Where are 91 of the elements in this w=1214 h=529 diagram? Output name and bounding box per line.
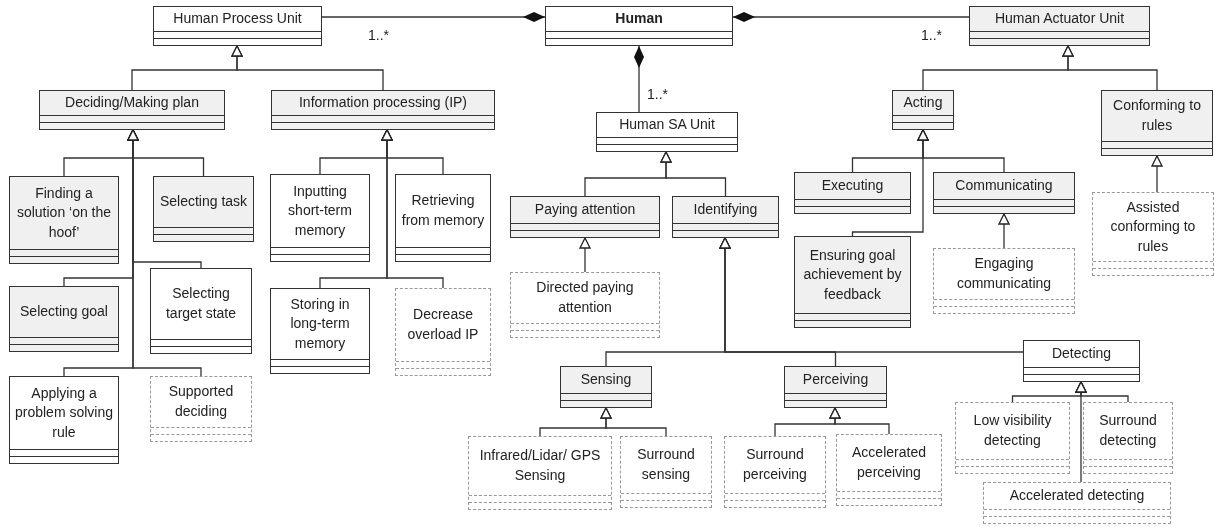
class-box [153, 6, 322, 46]
class-box [395, 288, 491, 376]
class-box [150, 376, 252, 442]
class-name: Identifying [692, 200, 759, 220]
multiplicity-label: 1..* [368, 27, 389, 43]
class-box [9, 176, 119, 264]
multiplicity-label: 1..* [921, 27, 942, 43]
class-name: Sensing [579, 370, 633, 390]
class-name: Selecting goal [19, 302, 109, 322]
class-name: Applying a problem solving rule [13, 383, 115, 442]
class-name: Information processing (IP) [297, 93, 469, 113]
class-box [1023, 340, 1140, 382]
class-box [395, 174, 491, 262]
generalization-arrow [381, 129, 444, 289]
generalization-arrow [231, 45, 384, 91]
composition-line [732, 12, 970, 22]
generalization-arrow [127, 129, 202, 377]
class-box [596, 112, 738, 152]
class-box [983, 482, 1171, 524]
class-name: Surround perceiving [742, 445, 808, 484]
class-name: Executing [820, 176, 885, 196]
generalization-arrow [851, 129, 929, 237]
class-box [836, 434, 942, 506]
generalization-arrow [1151, 155, 1163, 193]
class-box [270, 174, 370, 262]
class-name: Directed paying attention [535, 278, 635, 317]
class-box [672, 196, 779, 238]
class-box [510, 196, 660, 238]
class-box [794, 236, 911, 328]
class-box [545, 6, 733, 46]
generalization-arrow [600, 407, 667, 437]
class-name: Finding a solution ‘on the hoof’ [15, 183, 113, 242]
class-box [1083, 402, 1173, 474]
class-box [969, 6, 1150, 46]
class-name: Storing in long-term memory [289, 294, 351, 353]
class-box [724, 436, 826, 508]
class-box [39, 90, 225, 130]
composition-line [634, 45, 644, 113]
class-name: Ensuring goal achievement by feedback [802, 245, 903, 304]
class-box [794, 172, 911, 214]
class-name: Acting [902, 93, 944, 113]
class-name: Decrease overload IP [406, 305, 480, 344]
class-name: Selecting task [158, 192, 249, 212]
class-box [270, 288, 370, 374]
class-name: Inputting short-term memory [287, 181, 353, 240]
composition-line [321, 12, 546, 22]
generalization-arrow [719, 237, 1024, 353]
class-name: Selecting target state [164, 284, 237, 323]
generalization-arrow [998, 213, 1010, 249]
class-box [150, 268, 252, 354]
class-box [153, 176, 254, 242]
class-name: Surround detecting [1098, 411, 1158, 450]
generalization-arrow [579, 237, 591, 273]
generalization-arrow [1062, 45, 1158, 91]
class-box [620, 436, 712, 508]
class-name: Communicating [954, 176, 1054, 196]
class-box [955, 402, 1070, 474]
generalization-arrow [660, 151, 727, 197]
class-box [9, 376, 119, 464]
class-name: Accelerated detecting [1008, 486, 1146, 506]
class-box [1101, 90, 1213, 156]
class-box [892, 90, 954, 130]
class-box [784, 366, 887, 408]
class-name: Human Process Unit [172, 9, 303, 29]
class-box [510, 272, 660, 338]
class-name: Infrared/Lidar/ GPS Sensing [478, 446, 602, 485]
class-name: Paying attention [533, 200, 637, 220]
class-name: Human SA Unit [618, 115, 716, 135]
multiplicity-label: 1..* [647, 86, 668, 102]
generalization-arrow [829, 407, 890, 435]
class-name: Engaging communicating [955, 254, 1053, 293]
class-name: Conforming to rules [1112, 96, 1202, 135]
class-name: Deciding/Making plan [64, 93, 200, 113]
class-box [271, 90, 495, 130]
class-box [1092, 192, 1214, 276]
class-box [468, 436, 612, 510]
class-name: Low visibility detecting [972, 411, 1053, 450]
class-name: Human [614, 9, 664, 29]
generalization-arrow [1075, 381, 1087, 483]
class-box [933, 248, 1075, 314]
class-box [9, 286, 119, 352]
class-box [933, 172, 1075, 214]
class-name: Human Actuator Unit [993, 9, 1126, 29]
class-name: Assisted conforming to rules [1109, 197, 1197, 256]
class-name: Detecting [1050, 344, 1113, 364]
class-name: Accelerated perceiving [851, 443, 927, 482]
class-box [560, 366, 652, 408]
class-name: Perceiving [801, 370, 870, 390]
class-name: Supported deciding [167, 382, 235, 421]
class-name: Surround sensing [636, 445, 696, 484]
class-name: Retrieving from memory [400, 191, 486, 230]
